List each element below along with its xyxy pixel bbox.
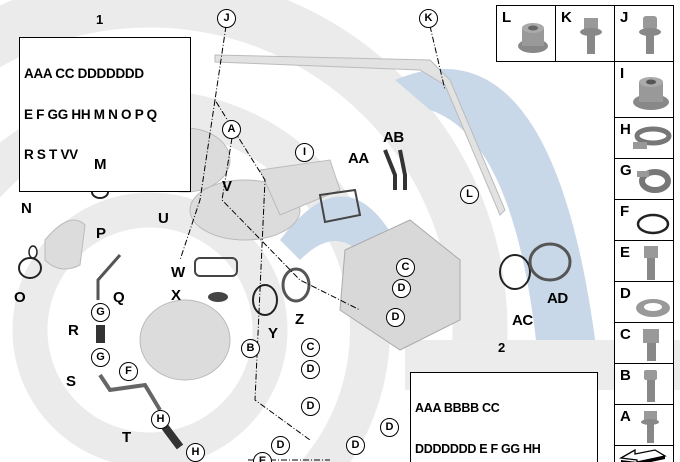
legend-cell-B[interactable]: B	[614, 363, 674, 405]
legend-key: E	[620, 244, 631, 261]
callout-AA[interactable]: AA	[348, 150, 369, 167]
callout-O[interactable]: O	[14, 289, 26, 306]
callout-circle-D[interactable]: D	[271, 436, 290, 455]
callout-Q[interactable]: Q	[113, 289, 125, 306]
legend-key: D	[620, 285, 631, 302]
callout-circle-D[interactable]: D	[301, 397, 320, 416]
flange-nut-icon	[518, 23, 548, 53]
legend-cell-F[interactable]: F	[614, 199, 674, 241]
callout-circle-D[interactable]: D	[380, 418, 399, 437]
callout-T[interactable]: T	[122, 429, 131, 446]
callout-circle-C[interactable]: C	[301, 338, 320, 357]
kit-1-line: R S T VV	[24, 147, 78, 162]
callout-circle-G[interactable]: G	[91, 303, 110, 322]
banjo-bolt-short-icon	[643, 329, 659, 361]
callout-AB[interactable]: AB	[383, 129, 404, 146]
callout-circle-K[interactable]: K	[419, 9, 438, 28]
legend-key: F	[620, 203, 630, 220]
callout-circle-D[interactable]: D	[386, 308, 405, 327]
callout-S[interactable]: S	[66, 373, 76, 390]
callout-U[interactable]: U	[158, 210, 169, 227]
legend-key: B	[620, 367, 631, 384]
legend-key: L	[502, 9, 512, 26]
kit-1-line: E F GG HH M N O P Q	[24, 106, 157, 122]
callout-M[interactable]: M	[94, 156, 107, 173]
sealing-washer-icon	[636, 299, 670, 317]
callout-Y[interactable]: Y	[268, 325, 278, 342]
kit-2-number: 2	[498, 340, 506, 355]
callout-circle-A[interactable]: A	[222, 120, 241, 139]
kit-1-number: 1	[96, 12, 104, 27]
callout-circle-L[interactable]: L	[460, 185, 479, 204]
callout-circle-B[interactable]: B	[241, 339, 260, 358]
legend-cell-E[interactable]: E	[614, 240, 674, 282]
back-arrow-button[interactable]	[614, 445, 674, 462]
callout-W[interactable]: W	[171, 264, 185, 281]
hex-flange-bolt-icon	[641, 411, 659, 443]
legend-key: G	[620, 162, 632, 179]
callout-circle-H[interactable]: H	[151, 410, 170, 429]
legend-cell-L[interactable]: L	[496, 5, 556, 62]
kit-2-line: DDDDDDD E F GG HH	[415, 441, 541, 456]
torx-bolt-short-icon	[644, 370, 657, 402]
arrow-back-icon	[618, 448, 667, 462]
callout-N[interactable]: N	[21, 200, 32, 217]
callout-circle-F[interactable]: F	[119, 362, 138, 381]
legend-key: C	[620, 326, 631, 343]
callout-circle-D[interactable]: D	[301, 360, 320, 379]
callout-circle-J[interactable]: J	[217, 9, 236, 28]
legend-cell-J[interactable]: J	[614, 5, 674, 62]
callout-R[interactable]: R	[68, 322, 79, 339]
callout-circle-H[interactable]: H	[186, 443, 205, 462]
callout-X[interactable]: X	[171, 287, 181, 304]
callout-AD[interactable]: AD	[547, 290, 568, 307]
legend-cell-G[interactable]: G	[614, 158, 674, 200]
legend-cell-D[interactable]: D	[614, 281, 674, 323]
legend-key: A	[620, 408, 631, 425]
callout-circle-D[interactable]: D	[392, 279, 411, 298]
torx-bolt-icon	[639, 16, 661, 54]
kit-1-contents[interactable]: AAA CC DDDDDDD E F GG HH M N O P Q R S T…	[19, 37, 191, 192]
callout-Z[interactable]: Z	[295, 311, 304, 328]
legend-cell-H[interactable]: H	[614, 117, 674, 159]
kit-2-contents[interactable]: AAA BBBB CC DDDDDDD E F GG HH I I I I I …	[410, 372, 598, 462]
banjo-bolt-icon	[644, 246, 658, 280]
callout-circle-G[interactable]: G	[91, 348, 110, 367]
legend-cell-A[interactable]: A	[614, 404, 674, 446]
callout-circle-I[interactable]: I	[295, 143, 314, 162]
o-ring-icon	[636, 213, 670, 235]
legend-cell-I[interactable]: I	[614, 61, 674, 118]
legend-key: H	[620, 121, 631, 138]
callout-P[interactable]: P	[96, 225, 106, 242]
kit-1-line: AAA CC DDDDDDD	[24, 66, 144, 81]
legend-cell-C[interactable]: C	[614, 322, 674, 364]
callout-circle-C[interactable]: C	[396, 258, 415, 277]
legend-key: K	[561, 9, 572, 26]
hose-clamp-small-icon	[637, 169, 671, 193]
kit-2-line: AAA BBBB CC	[415, 401, 500, 415]
callout-V[interactable]: V	[222, 178, 232, 195]
callout-AC[interactable]: AC	[512, 312, 533, 329]
callout-circle-D[interactable]: D	[346, 436, 365, 455]
flange-nut-large-icon	[633, 77, 669, 110]
hose-clamp-icon	[633, 126, 672, 149]
hex-bolt-icon	[580, 18, 602, 54]
legend-key: I	[620, 65, 625, 82]
legend-cell-K[interactable]: K	[555, 5, 615, 62]
legend-key: J	[620, 9, 629, 26]
